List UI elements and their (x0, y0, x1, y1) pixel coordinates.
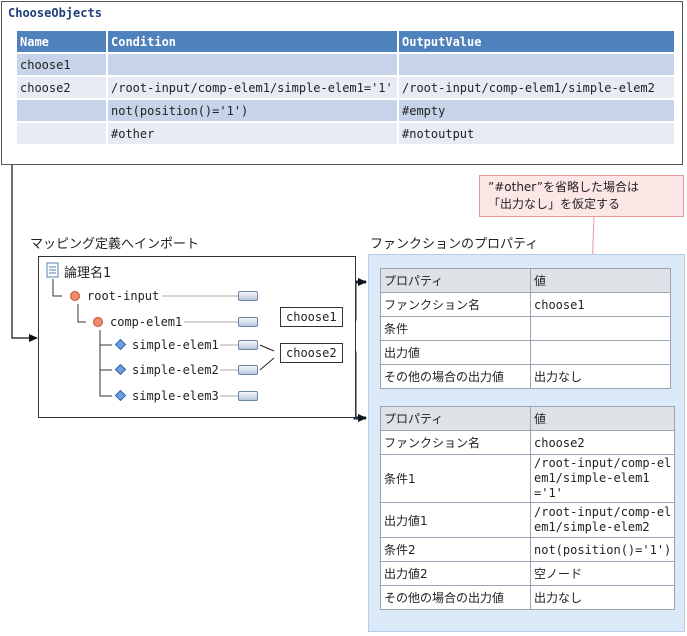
import-arrow (11, 165, 38, 342)
properties-label: ファンクションのプロパティ (370, 237, 539, 252)
prop-key: 条件 (380, 316, 531, 341)
cell-condition (106, 52, 399, 77)
element-icon (93, 317, 103, 327)
choose-objects-title: ChooseObjects (8, 6, 102, 20)
prop-key: その他の場合の出力値 (380, 585, 531, 610)
attribute-icon (114, 338, 127, 351)
tree-node-simple-elem3[interactable]: simple-elem3 (132, 389, 219, 403)
prop-key: プロパティ (380, 268, 531, 293)
table-row: choose1 (15, 52, 676, 77)
table-row: not(position()='1') #empty (15, 98, 676, 123)
cell-outputvalue: /root-input/comp-elem1/simple-elem2 (397, 75, 676, 100)
cell-name: choose1 (15, 52, 108, 77)
function-chip-choose2[interactable]: choose2 (280, 343, 343, 363)
tree-node-comp-elem1[interactable]: comp-elem1 (110, 315, 183, 329)
prop-value: 値 (530, 268, 671, 293)
prop-key: ファンクション名 (380, 430, 531, 455)
mapping-tree (46, 262, 275, 402)
attribute-icon (114, 363, 127, 376)
cell-outputvalue: #empty (397, 98, 676, 123)
mapping-handle[interactable] (238, 291, 258, 301)
tree-node-simple-elem2[interactable]: simple-elem2 (132, 363, 219, 377)
mapping-box (38, 256, 356, 418)
callout-line-2: 「出力なし」を仮定する (488, 197, 621, 211)
attribute-icon (114, 389, 127, 402)
prop-value[interactable]: 出力なし (529, 585, 676, 610)
prop-value[interactable] (530, 340, 671, 365)
table-row: choose2 /root-input/comp-elem1/simple-el… (15, 75, 676, 100)
table-row: #other #notoutput (15, 121, 676, 146)
prop-key: ファンクション名 (380, 292, 531, 317)
prop-value[interactable]: /root-input/comp-elem1/simple-elem1='1' (529, 454, 676, 503)
callout-line-1: ”#other”を省略した場合は (488, 180, 639, 194)
column-header-condition: Condition (106, 29, 399, 54)
choose-objects-table: Name Condition OutputValue choose1 choos… (15, 29, 676, 146)
prop-value[interactable]: choose1 (530, 292, 671, 317)
prop-key: 出力値1 (380, 502, 531, 538)
prop-key: その他の場合の出力値 (380, 364, 531, 389)
prop-value[interactable]: /root-input/comp-elem1/simple-elem2 (529, 502, 676, 538)
cell-outputvalue: #notoutput (397, 121, 676, 146)
logical-name: 論理名1 (64, 266, 112, 281)
prop-value[interactable]: not(position()='1') (529, 537, 676, 562)
callout-note: ”#other”を省略した場合は 「出力なし」を仮定する (479, 175, 684, 217)
cell-condition: #other (106, 121, 399, 146)
mapping-handle[interactable] (238, 317, 258, 327)
cell-condition: not(position()='1') (106, 98, 399, 123)
document-icon (46, 262, 59, 278)
prop-value[interactable]: choose2 (529, 430, 676, 455)
prop-value[interactable]: 空ノード (529, 561, 676, 586)
link-line (259, 344, 275, 352)
prop-key: 出力値2 (380, 561, 531, 586)
mapping-handle[interactable] (238, 365, 258, 375)
element-icon (70, 291, 80, 301)
prop-value[interactable]: 出力なし (530, 364, 671, 389)
cell-name (15, 121, 108, 146)
tree-node-root-input[interactable]: root-input (87, 289, 160, 303)
mapping-label: マッピング定義へインポート (30, 237, 200, 252)
prop-key: プロパティ (380, 406, 531, 431)
cell-name: choose2 (15, 75, 108, 100)
column-header-outputvalue: OutputValue (397, 29, 676, 54)
link-line (259, 357, 275, 371)
prop-key: 条件1 (380, 454, 531, 503)
cell-condition: /root-input/comp-elem1/simple-elem1='1' (106, 75, 399, 100)
tree-node-simple-elem1[interactable]: simple-elem1 (132, 338, 219, 352)
function-chip-choose1[interactable]: choose1 (280, 307, 343, 327)
column-header-name: Name (15, 29, 108, 54)
mapping-handle[interactable] (238, 391, 258, 401)
prop-key: 条件2 (380, 537, 531, 562)
mapping-handle[interactable] (238, 340, 258, 350)
prop-value[interactable] (530, 316, 671, 341)
prop-value: 値 (529, 406, 676, 431)
prop-key: 出力値 (380, 340, 531, 365)
cell-name (15, 98, 108, 123)
cell-outputvalue (397, 52, 676, 77)
